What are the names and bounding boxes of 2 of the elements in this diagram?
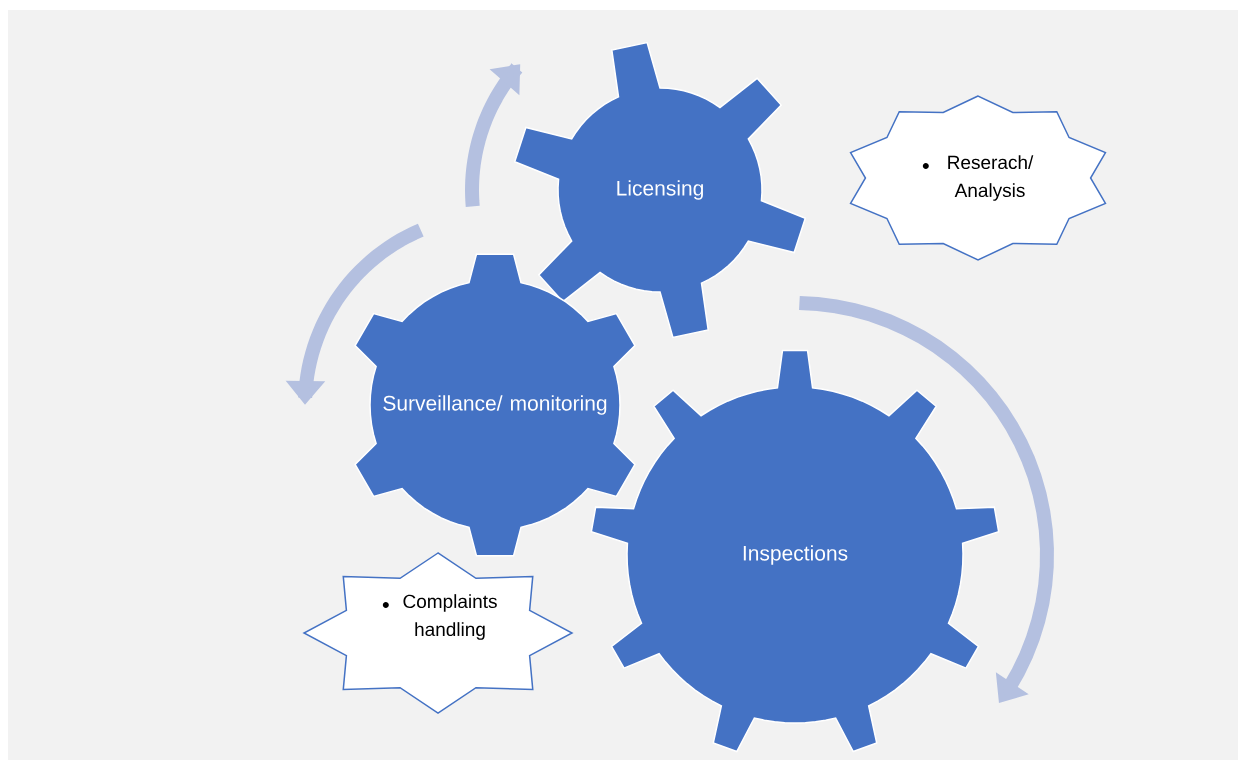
gear: Licensing (513, 41, 807, 339)
gear: Surveillance/ monitoring (354, 253, 636, 557)
